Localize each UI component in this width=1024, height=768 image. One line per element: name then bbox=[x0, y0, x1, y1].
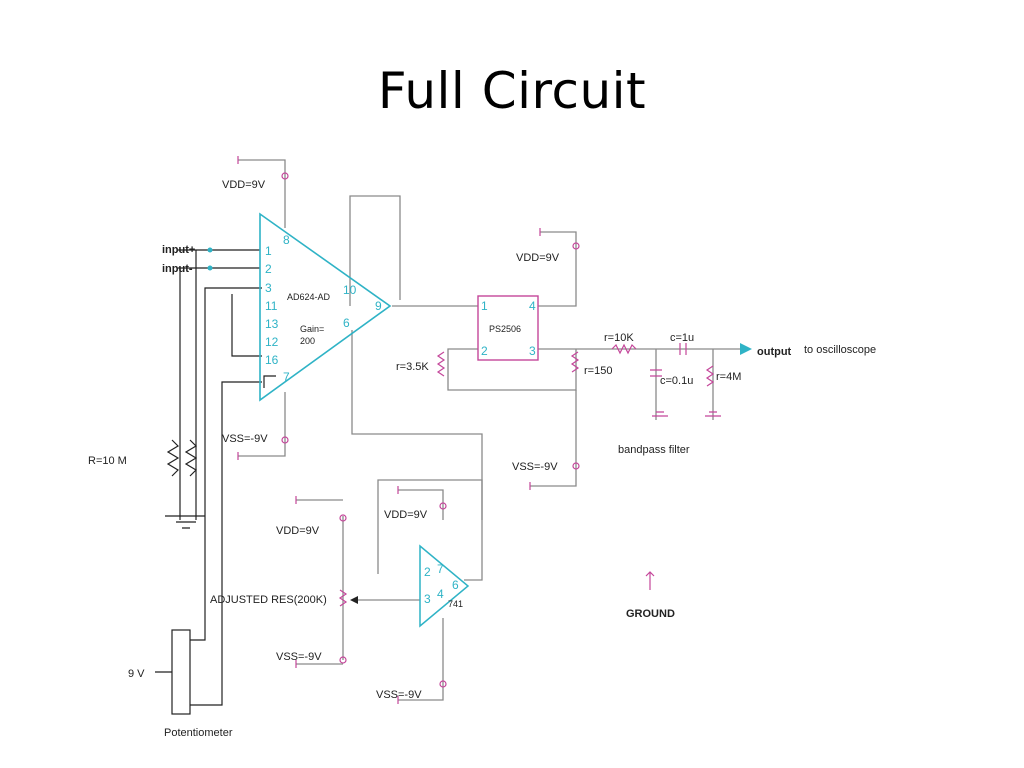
iso-pin-2: 2 bbox=[481, 344, 488, 358]
vdd-iso-node bbox=[572, 242, 580, 250]
output-label: output bbox=[757, 346, 792, 358]
vdd-pot-node bbox=[339, 514, 347, 522]
amp-gain-line2: 200 bbox=[300, 336, 315, 346]
vss-top-label: VSS=-9V bbox=[222, 433, 268, 445]
r-4m-label: r=4M bbox=[716, 371, 741, 383]
iso-pin-1: 1 bbox=[481, 299, 488, 313]
amp-pin-2: 2 bbox=[265, 262, 272, 276]
op741-triangle bbox=[419, 544, 470, 628]
c-1u-label: c=1u bbox=[670, 332, 694, 344]
iso-name: PS2506 bbox=[489, 324, 521, 334]
input-plus-dot bbox=[207, 247, 213, 253]
input-leads bbox=[178, 249, 260, 269]
vss-741-wire bbox=[398, 618, 444, 701]
amp-pin-1: 1 bbox=[265, 244, 272, 258]
vss-pot-node bbox=[339, 656, 347, 664]
shunt-grounds bbox=[652, 411, 721, 417]
vss-mid-node bbox=[572, 462, 580, 470]
op741-pin-3: 3 bbox=[424, 592, 431, 606]
amp-pin-6: 6 bbox=[343, 316, 350, 330]
amp-pin-10: 10 bbox=[343, 283, 357, 297]
input-resistor-leads bbox=[179, 250, 197, 520]
capacitor-glyphs bbox=[650, 343, 687, 377]
input-minus-dot bbox=[207, 265, 213, 271]
pot-lead-1 bbox=[190, 287, 262, 641]
op741-pin-7: 7 bbox=[437, 562, 444, 576]
ground-marker bbox=[645, 571, 655, 590]
nine-v-label: 9 V bbox=[128, 668, 145, 680]
pot-rails bbox=[296, 499, 343, 665]
amp-name: AD624-AD bbox=[287, 292, 331, 302]
supply-arrows bbox=[237, 156, 541, 704]
potentiometer-body bbox=[171, 629, 191, 715]
op741-pin-4: 4 bbox=[437, 587, 444, 601]
vss-mid-label: VSS=-9V bbox=[512, 461, 558, 473]
vss-pot-label: VSS=-9V bbox=[276, 651, 322, 663]
vss-top-wire bbox=[238, 392, 286, 457]
wiper-arrow bbox=[350, 596, 358, 604]
amp-pin-9: 9 bbox=[375, 299, 382, 313]
bandpass-label: bandpass filter bbox=[618, 444, 690, 456]
amp-pin-16: 16 bbox=[265, 353, 279, 367]
r10m-label: R=10 M bbox=[88, 455, 127, 467]
op741-pin-2: 2 bbox=[424, 565, 431, 579]
c-01u-label: c=0.1u bbox=[660, 375, 693, 387]
amp-gain-line1: Gain= bbox=[300, 324, 324, 334]
to-scope-label: to oscilloscope bbox=[804, 344, 876, 356]
ad624-triangle bbox=[259, 212, 392, 402]
vdd-top-node bbox=[281, 172, 289, 180]
iso-pin-4: 4 bbox=[529, 299, 536, 313]
vdd-741-label: VDD=9V bbox=[384, 509, 428, 521]
vss-top-node bbox=[281, 436, 289, 444]
vdd-iso-label: VDD=9V bbox=[516, 252, 560, 264]
r10m-resistors bbox=[166, 439, 198, 477]
op741-name: 741 bbox=[448, 599, 463, 609]
amp-pin-3: 3 bbox=[265, 281, 272, 295]
741-feedback bbox=[377, 479, 483, 581]
ps2506-box bbox=[477, 295, 539, 361]
pot-lead-2 bbox=[190, 381, 262, 706]
vss-741-label: VSS=-9V bbox=[376, 689, 422, 701]
resistor-glyphs bbox=[338, 343, 715, 607]
vdd-741-node bbox=[439, 502, 447, 510]
pin-16-link bbox=[231, 294, 262, 357]
feedback-wire bbox=[349, 195, 401, 306]
ground-symbol bbox=[165, 515, 205, 529]
ref-wire bbox=[351, 330, 483, 520]
vdd-top-wire bbox=[238, 159, 286, 228]
slide-title: Full Circuit bbox=[377, 62, 647, 120]
iso-input-loop bbox=[447, 348, 577, 391]
op741-pin-6: 6 bbox=[452, 578, 459, 592]
ground-label: GROUND bbox=[626, 608, 675, 620]
potentiometer-label: Potentiometer bbox=[164, 727, 233, 739]
r-10k-label: r=10K bbox=[604, 332, 634, 344]
iso-pin-3: 3 bbox=[529, 344, 536, 358]
amp-pin-13: 13 bbox=[265, 317, 279, 331]
amp-pin-11: 11 bbox=[265, 299, 278, 313]
output-arrow bbox=[740, 343, 752, 355]
pin-7-mark bbox=[263, 375, 276, 388]
amp-pin-8: 8 bbox=[283, 233, 290, 247]
vss-mid-wire bbox=[530, 390, 577, 487]
vdd-top-label: VDD=9V bbox=[222, 179, 266, 191]
adjusted-res-label: ADJUSTED RES(200K) bbox=[210, 594, 327, 606]
filter-shunts bbox=[655, 349, 714, 420]
amp-pin-12: 12 bbox=[265, 335, 279, 349]
r-150-label: r=150 bbox=[584, 365, 612, 377]
vdd-pot-label: VDD=9V bbox=[276, 525, 320, 537]
input-minus-label: input- bbox=[162, 263, 193, 275]
vdd-741-wire bbox=[398, 489, 444, 520]
input-plus-label: input+ bbox=[162, 244, 195, 256]
iso-vdd-wire bbox=[538, 231, 577, 307]
amp-pin-7: 7 bbox=[283, 370, 290, 384]
r-3-5k-label: r=3.5K bbox=[396, 361, 429, 373]
vss-741-node bbox=[439, 680, 447, 688]
